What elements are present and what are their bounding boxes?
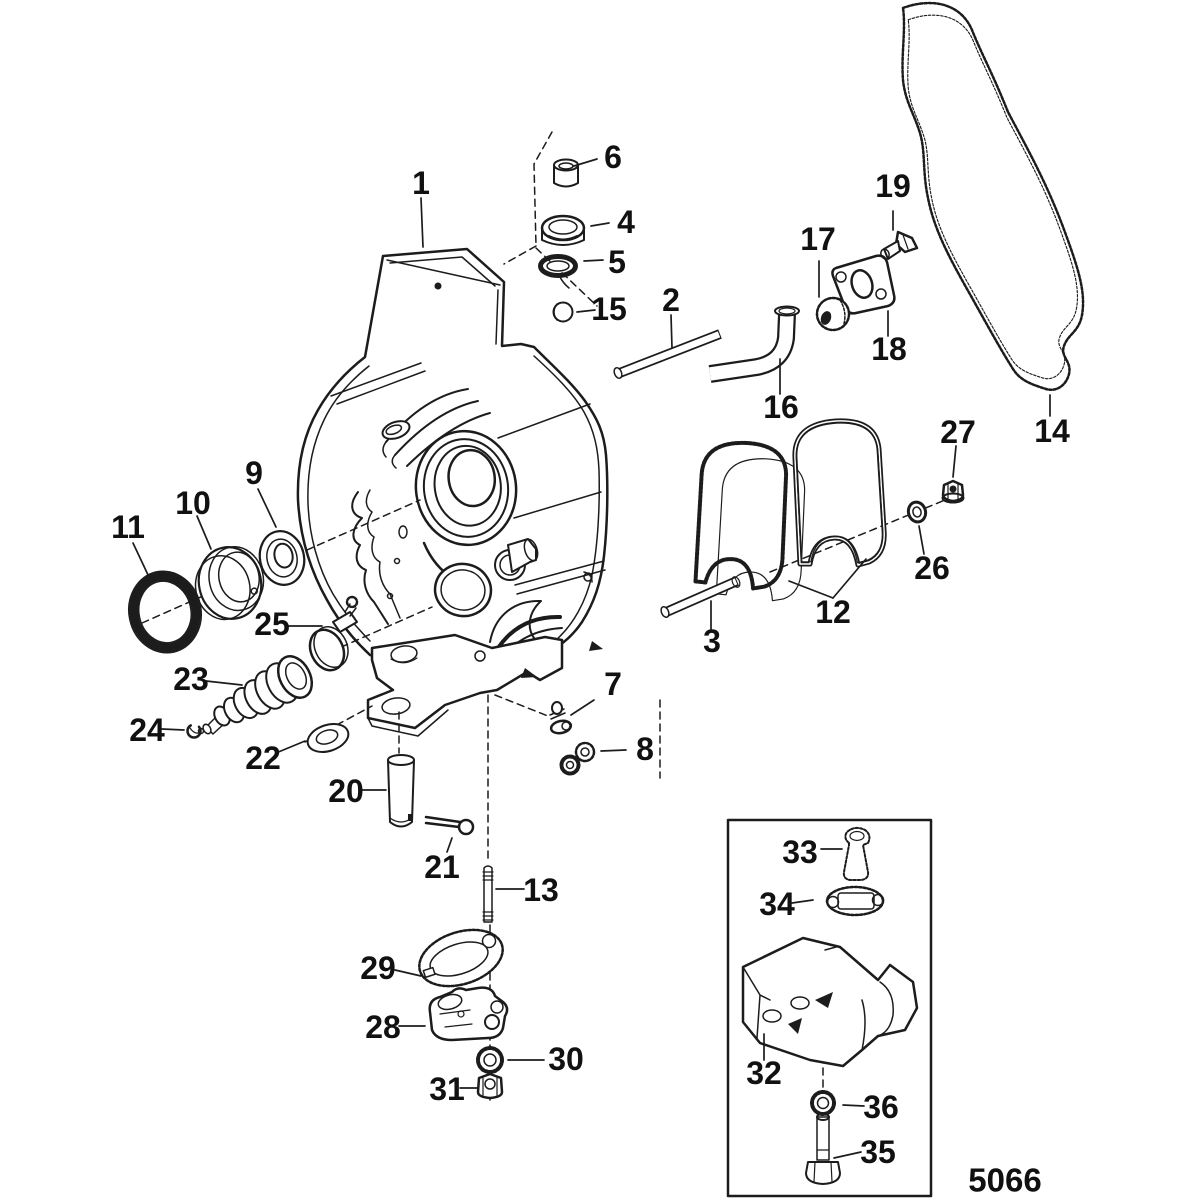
gimbal-housing (296, 247, 609, 737)
callout-6: 6 (604, 139, 622, 175)
callout-30: 30 (548, 1041, 584, 1077)
gasket-29 (418, 928, 504, 988)
callout-numbers: 1234567891011121314151617181920212223242… (111, 139, 1070, 1170)
cotter-pin-21 (424, 815, 475, 836)
bushing-6 (553, 158, 579, 188)
nut-31 (476, 1072, 504, 1100)
bearing-carrier-10 (194, 546, 265, 621)
callout-3: 3 (703, 623, 721, 659)
callout-13: 13 (523, 872, 559, 908)
anode-kit-inset (726, 818, 933, 1198)
inset-box (726, 818, 933, 1198)
gimbal-bearing-11 (128, 570, 202, 654)
callout-25: 25 (254, 606, 290, 642)
bolt-19 (880, 230, 919, 260)
callout-18: 18 (871, 331, 907, 367)
callout-24: 24 (129, 712, 165, 748)
flange-gasket-18 (831, 254, 896, 315)
plug-15 (552, 301, 574, 323)
callout-28: 28 (365, 1009, 401, 1045)
callout-31: 31 (429, 1071, 465, 1107)
callout-10: 10 (175, 485, 211, 521)
callout-2: 2 (662, 282, 680, 318)
locknut-27 (941, 479, 965, 504)
continuity-washers-8 (559, 741, 596, 776)
drawing-number: 5066 (968, 1162, 1041, 1199)
callout-27: 27 (940, 414, 976, 450)
star-washer-36 (810, 1090, 836, 1116)
callout-23: 23 (173, 661, 209, 697)
dowel-pin-3 (660, 576, 741, 618)
callout-20: 20 (328, 773, 364, 809)
water-tube-2 (613, 329, 722, 380)
grease-fitting-7 (549, 701, 573, 735)
bellows-23 (197, 655, 314, 735)
ring-4 (540, 214, 586, 246)
tab-hole (434, 282, 442, 290)
callout-15: 15 (591, 291, 627, 327)
hose-clamp-25 (308, 595, 359, 672)
callout-5: 5 (608, 244, 626, 280)
callout-7: 7 (604, 666, 622, 702)
housing-gasket-14 (901, 1, 1085, 391)
exhaust-hose-16 (708, 305, 800, 383)
callout-1: 1 (412, 165, 430, 201)
callout-29: 29 (360, 950, 396, 986)
callout-19: 19 (875, 168, 911, 204)
ground-plate-28 (428, 986, 509, 1042)
check-valve-17 (815, 296, 851, 332)
mounting-bracket (366, 633, 603, 737)
callout-8: 8 (636, 731, 654, 767)
washer-26 (906, 500, 928, 524)
callout-22: 22 (245, 740, 281, 776)
callout-12: 12 (815, 594, 851, 630)
flat-washer-22 (306, 723, 350, 753)
callout-36: 36 (863, 1089, 899, 1125)
callout-33: 33 (782, 834, 818, 870)
leader-lines (132, 158, 1051, 1159)
callout-16: 16 (763, 389, 799, 425)
callout-14: 14 (1034, 413, 1070, 449)
anode-block-32 (741, 936, 919, 1068)
star-washer-30 (476, 1046, 504, 1074)
callout-26: 26 (914, 550, 950, 586)
callout-17: 17 (800, 221, 836, 257)
callout-34: 34 (759, 886, 795, 922)
stud-13 (482, 865, 494, 923)
o-ring-seal-5 (538, 254, 578, 289)
callout-21: 21 (424, 849, 460, 885)
callout-35: 35 (860, 1134, 896, 1170)
callout-4: 4 (617, 204, 635, 240)
bolt-35 (805, 1113, 841, 1185)
insulator-33 (842, 826, 871, 881)
callout-32: 32 (746, 1055, 782, 1091)
bearing-bore (414, 429, 518, 547)
anode-gasket-34 (825, 885, 885, 917)
seal-washer-9 (258, 530, 306, 586)
callout-9: 9 (245, 455, 263, 491)
pivot-pin-20 (387, 754, 415, 828)
retaining-clip-24 (186, 723, 202, 739)
callout-11: 11 (111, 509, 145, 545)
